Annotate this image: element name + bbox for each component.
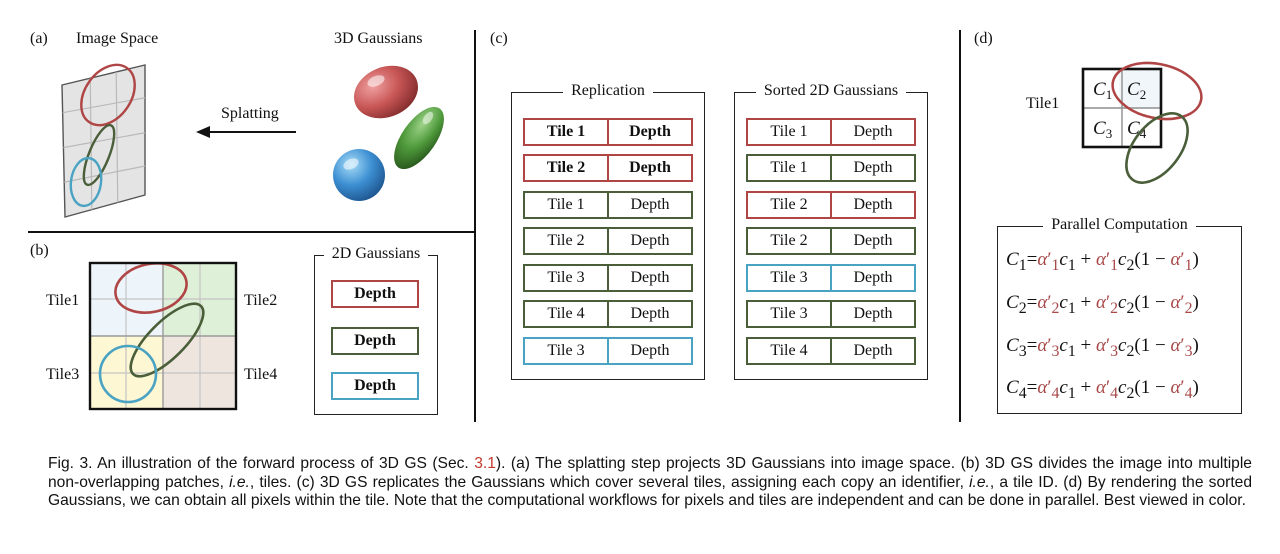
tile-pixel-grid: C1 C2 C3 C4 [1081,61,1203,184]
sorted-group: Sorted 2D Gaussians Tile 1 Depth Tile 1 … [734,82,928,380]
tile-cell: Tile 1 [547,196,585,213]
gaussians-3d-title: 3D Gaussians [334,30,423,47]
depth-cell: Depth [830,339,914,363]
divider-a-c [474,30,476,422]
image-space-plane [61,63,146,218]
table-row: Tile 2 Depth [746,227,916,255]
tile-cell: Tile 2 [770,196,808,213]
tile-red-ellipse [114,263,188,314]
red-gaussian-icon [354,65,418,119]
tiled-image [88,261,238,411]
tile-cell: Tile 3 [547,342,585,359]
projected-red-ellipse [80,63,136,127]
replication-group: Replication Tile 1 Depth Tile 2 Depth Ti… [511,82,705,380]
panel-c-label: (c) [490,30,508,47]
table-row: Tile 4 Depth [523,300,693,328]
divider-a-b [28,231,475,233]
table-row: Tile 2 Depth [746,191,916,219]
tile-cell: Tile 3 [547,269,585,286]
depth-cell: Depth [830,302,914,326]
panel-a-label: (a) [30,30,48,47]
depth-cell: Depth [607,339,691,363]
detail-red-ellipse [1111,61,1203,121]
depth-cell: Depth [607,120,691,144]
splatting-arrow [196,126,296,138]
legend-2d-gaussians: 2D Gaussians Depth Depth Depth [314,245,438,415]
legend-depth-red: Depth [331,280,419,308]
image-space-title: Image Space [76,30,159,47]
legend-depth-green: Depth [331,327,419,355]
table-row: Tile 2 Depth [523,227,693,255]
detail-green-ellipse [1125,112,1189,184]
splatting-label: Splatting [221,105,279,122]
panel-d-label: (d) [974,30,993,47]
equation-c4: C4=α′4c1 + α′4c2(1 − α′4) [1006,377,1199,402]
figure-caption: Fig. 3. An illustration of the forward p… [48,455,1252,511]
tile-cell: Tile 2 [770,232,808,249]
caption-ie-1: i.e. [229,473,250,491]
tile-cell: Tile 2 [547,232,585,249]
tile-cell: Tile 3 [770,269,808,286]
table-row: Tile 1 Depth [746,154,916,182]
depth-cell: Depth [830,266,914,290]
caption-part-3: , tiles. (c) 3D GS replicates the Gaussi… [249,473,970,491]
depth-cell: Depth [607,302,691,326]
legend-depth-blue: Depth [331,372,419,400]
depth-cell: Depth [830,120,914,144]
tile-cell: Tile 1 [770,123,808,140]
green-gaussian-icon [394,106,444,170]
depth-cell: Depth [607,266,691,290]
depth-cell: Depth [830,229,914,253]
caption-ie-2: i.e. [969,473,990,491]
table-row: Tile 4 Depth [746,337,916,365]
table-row: Tile 1 Depth [746,118,916,146]
table-row: Tile 2 Depth [523,154,693,182]
table-row: Tile 1 Depth [523,191,693,219]
tile3-label: Tile3 [46,366,80,383]
tile2-label: Tile2 [244,292,278,309]
depth-cell: Depth [607,193,691,217]
tile-green-ellipse [129,302,205,378]
table-row: Tile 3 Depth [746,264,916,292]
replication-title: Replication [563,82,653,99]
tile-blue-ellipse [98,344,158,404]
table-row: Tile 3 Depth [746,300,916,328]
tile-cell: Tile 2 [546,159,586,176]
sorted-title: Sorted 2D Gaussians [755,82,907,99]
section-reference-link[interactable]: 3.1 [474,455,496,472]
depth-cell: Depth [830,193,914,217]
projected-green-ellipse [82,123,116,187]
depth-cell: Depth [607,156,691,180]
tile-cell: Tile 4 [770,342,808,359]
caption-start: Fig. 3. An illustration of the forward p… [48,455,475,472]
panel-b-label: (b) [30,242,49,259]
equation-c1: C1=α′1c1 + α′1c2(1 − α′1) [1006,249,1199,274]
figure: (a) Image Space 3D Gaussians Splatting [28,30,1242,422]
legend-title: 2D Gaussians [323,245,429,262]
table-row: Tile 1 Depth [523,118,693,146]
depth-cell: Depth [830,156,914,180]
equation-c2: C2=α′2c1 + α′2c2(1 − α′2) [1006,292,1199,317]
caption-part-2: ). (a) The splatting step projects 3D Ga… [48,455,1252,491]
parallel-computation-group: Parallel Computation C1=α′1c1 + α′1c2(1 … [997,216,1242,414]
table-row: Tile 3 Depth [523,337,693,365]
gaussians-3d-illustration [333,65,444,201]
tile-cell: Tile 3 [770,305,808,322]
projected-blue-ellipse [69,156,103,208]
equation-c3: C3=α′3c1 + α′3c2(1 − α′3) [1006,335,1199,360]
parallel-title: Parallel Computation [1043,216,1196,233]
tile1-detail-label: Tile1 [1026,95,1060,112]
tile-cell: Tile 4 [547,305,585,322]
caption-end: , a tile ID. (d) By rendering the sorted… [48,473,1252,510]
tile4-label: Tile4 [244,366,278,383]
tile-cell: Tile 1 [546,123,586,140]
table-row: Tile 3 Depth [523,264,693,292]
divider-c-d [959,30,961,422]
tile1-label: Tile1 [46,292,80,309]
tile-cell: Tile 1 [770,159,808,176]
blue-gaussian-icon [333,149,385,201]
depth-cell: Depth [607,229,691,253]
